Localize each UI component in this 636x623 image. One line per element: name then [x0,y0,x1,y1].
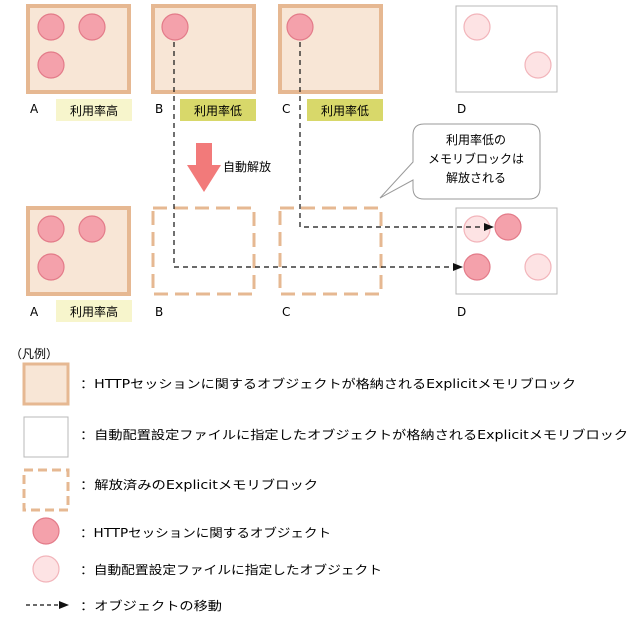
deploy-object [524,51,552,79]
top-block-b-letter: B [155,102,163,116]
session-object [37,215,65,243]
deploy-object [463,13,491,41]
session-object [494,213,522,241]
move-arrow-c-to-d [299,42,494,231]
bottom-block-c-released [278,206,383,296]
top-block-a-usage: 利用率高 [70,103,118,118]
session-object [463,253,491,281]
top-block-b-usage: 利用率低 [194,103,242,118]
legend-released-block-swatch [22,468,70,512]
session-object [37,51,65,79]
top-usage-tag-c [307,99,383,121]
legend-deploy-block-text: ：自動配置設定ファイルに指定したオブジェクトが格納されるExplicitメモリブ… [80,427,628,442]
legend-title: （凡例） [10,347,58,361]
top-usage-tag-b [180,99,256,121]
release-arrow [187,143,221,192]
callout-line-3: 解放される [446,170,506,185]
bottom-block-c-letter: C [282,305,290,319]
legend-session-object-text: ：HTTPセッションに関するオブジェクト [80,525,331,540]
legend-session-object-swatch [32,517,60,545]
session-object [161,13,189,41]
bottom-block-b-letter: B [155,305,163,319]
top-block-c-usage: 利用率低 [321,103,369,118]
bottom-block-d-letter: D [457,305,466,319]
bottom-block-a-letter: A [30,305,39,319]
release-label: 自動解放 [223,159,271,174]
session-object [78,215,106,243]
legend-released-block-text: ：解放済みのExplicitメモリブロック [80,477,318,492]
move-arrow-b-to-d [173,42,463,271]
legend-deploy-object-swatch [32,555,60,583]
legend-deploy-block-swatch [23,416,69,458]
bottom-block-b-released [151,206,256,296]
callout-line-2: メモリブロックは [428,151,524,166]
legend-session-block-swatch [22,362,70,406]
bottom-block-a-usage: 利用率高 [70,304,118,319]
callout-bubble [379,123,541,200]
session-object [37,13,65,41]
deploy-object [463,215,491,243]
bottom-usage-tag-a [56,300,132,322]
top-usage-tag-a [56,99,132,121]
top-block-d-letter: D [457,102,466,116]
top-block-c-letter: C [282,102,290,116]
session-object [78,13,106,41]
top-block-a-letter: A [30,102,39,116]
deploy-object [524,253,552,281]
legend-deploy-object-text: ：自動配置設定ファイルに指定したオブジェクト [80,562,382,577]
legend-move-arrow-text: ：オブジェクトの移動 [80,598,222,613]
session-object [286,13,314,41]
session-object [37,253,65,281]
legend-session-block-text: ：HTTPセッションに関するオブジェクトが格納されるExplicitメモリブロッ… [80,376,576,391]
callout-line-1: 利用率低の [446,132,506,147]
